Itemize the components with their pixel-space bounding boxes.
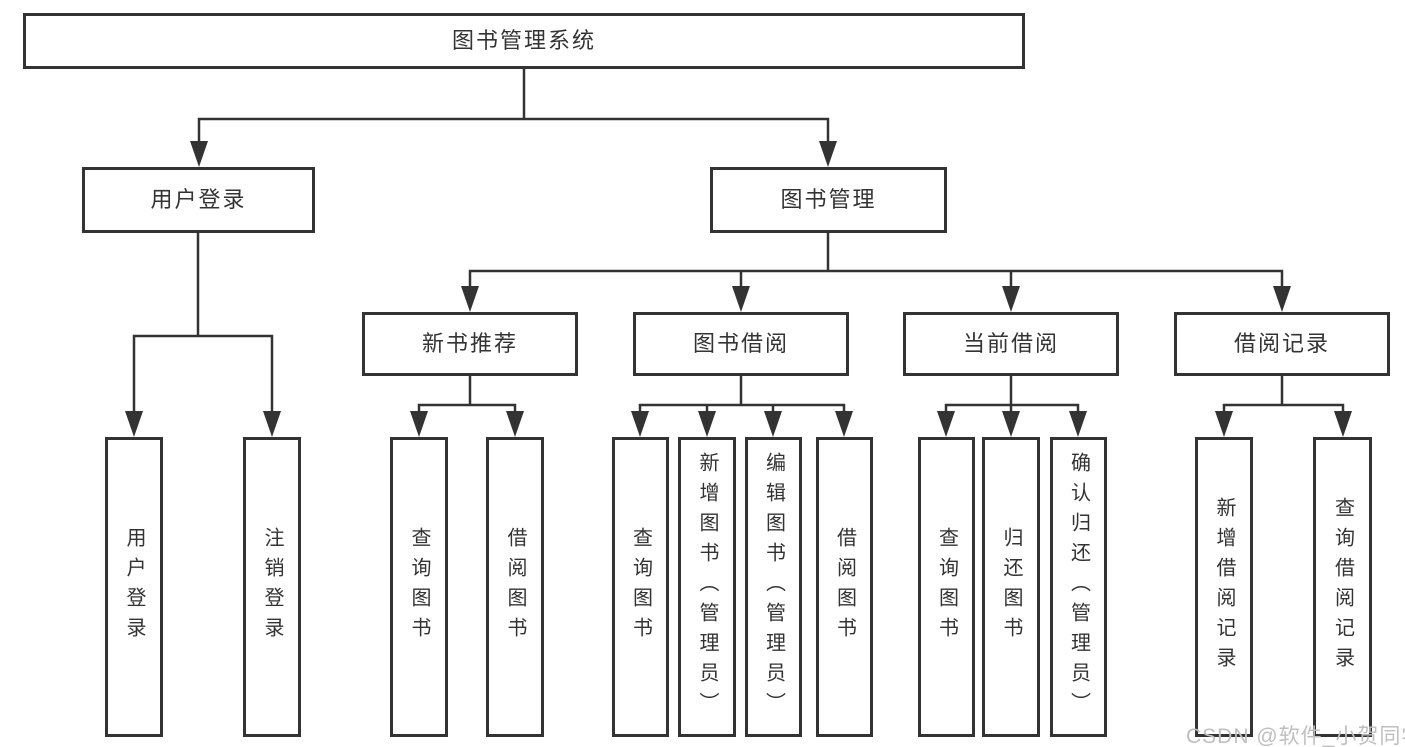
- leaf-nbr-borrow-books-label: 借阅图书: [504, 527, 526, 647]
- node-current-borrowing-label: 当前借阅: [962, 331, 1059, 356]
- leaf-nbr-query-books: 查询图书: [390, 437, 448, 737]
- leaf-bb-add-books-admin: 新增图书（管理员）: [678, 437, 736, 737]
- csdn-watermark: CSDN @软件_小贺同学: [1186, 725, 1405, 747]
- leaf-cb-confirm-return-admin: 确认归还（管理员）: [1050, 437, 1107, 737]
- node-current-borrowing: 当前借阅: [903, 312, 1119, 376]
- node-borrowing-records-label: 借阅记录: [1233, 331, 1330, 356]
- connector-new-book-rec-to-leaves: [417, 374, 517, 432]
- node-book-borrowing: 图书借阅: [633, 312, 849, 376]
- leaf-br-add-record-label: 新增借阅记录: [1213, 497, 1235, 677]
- node-book-borrowing-label: 图书借阅: [692, 331, 789, 356]
- leaf-nbr-borrow-books: 借阅图书: [486, 437, 544, 737]
- leaf-logout: 注销登录: [243, 437, 301, 737]
- arrowheads: [125, 141, 1352, 437]
- leaf-logout-label: 注销登录: [261, 527, 283, 647]
- leaf-user-login-label: 用户登录: [123, 527, 145, 647]
- leaf-br-add-record: 新增借阅记录: [1195, 437, 1253, 737]
- node-book-management: 图书管理: [710, 167, 947, 233]
- root-node-label: 图书管理系统: [451, 28, 596, 53]
- leaf-bb-query-books: 查询图书: [612, 437, 669, 737]
- leaf-bb-edit-books-admin: 编辑图书（管理员）: [745, 437, 802, 737]
- leaf-user-login: 用户登录: [105, 437, 163, 737]
- leaf-bb-add-books-admin-label: 新增图书（管理员）: [696, 452, 718, 722]
- node-book-management-label: 图书管理: [780, 187, 877, 212]
- leaf-bb-borrow-books-label: 借阅图书: [833, 527, 856, 647]
- connector-borrow-records-to-leaves: [1222, 374, 1345, 432]
- leaf-bb-edit-books-admin-label: 编辑图书（管理员）: [762, 452, 785, 722]
- node-new-book-recommend: 新书推荐: [362, 312, 578, 376]
- leaf-cb-confirm-return-admin-label: 确认归还（管理员）: [1067, 452, 1090, 722]
- root-node-system: 图书管理系统: [23, 13, 1025, 69]
- connector-book-borrow-to-leaves: [638, 374, 846, 432]
- leaf-cb-query-books: 查询图书: [918, 437, 975, 737]
- leaf-br-query-record-label: 查询借阅记录: [1331, 497, 1354, 677]
- connector-root-to-level2: [197, 67, 830, 162]
- node-new-book-recommend-label: 新书推荐: [421, 331, 518, 356]
- leaf-cb-return-books: 归还图书: [982, 437, 1040, 737]
- leaf-cb-return-books-label: 归还图书: [1000, 527, 1022, 647]
- leaf-nbr-query-books-label: 查询图书: [408, 527, 430, 647]
- connector-user-login-to-leaves: [132, 231, 274, 432]
- node-borrowing-records: 借阅记录: [1174, 312, 1390, 376]
- leaf-bb-query-books-label: 查询图书: [629, 527, 652, 647]
- leaf-br-query-record: 查询借阅记录: [1313, 437, 1372, 737]
- leaf-cb-query-books-label: 查询图书: [935, 527, 958, 647]
- leaf-bb-borrow-books: 借阅图书: [816, 437, 873, 737]
- node-user-login: 用户登录: [82, 167, 315, 233]
- node-user-login-label: 用户登录: [150, 187, 247, 212]
- connector-book-mgmt-to-modules: [468, 231, 1284, 307]
